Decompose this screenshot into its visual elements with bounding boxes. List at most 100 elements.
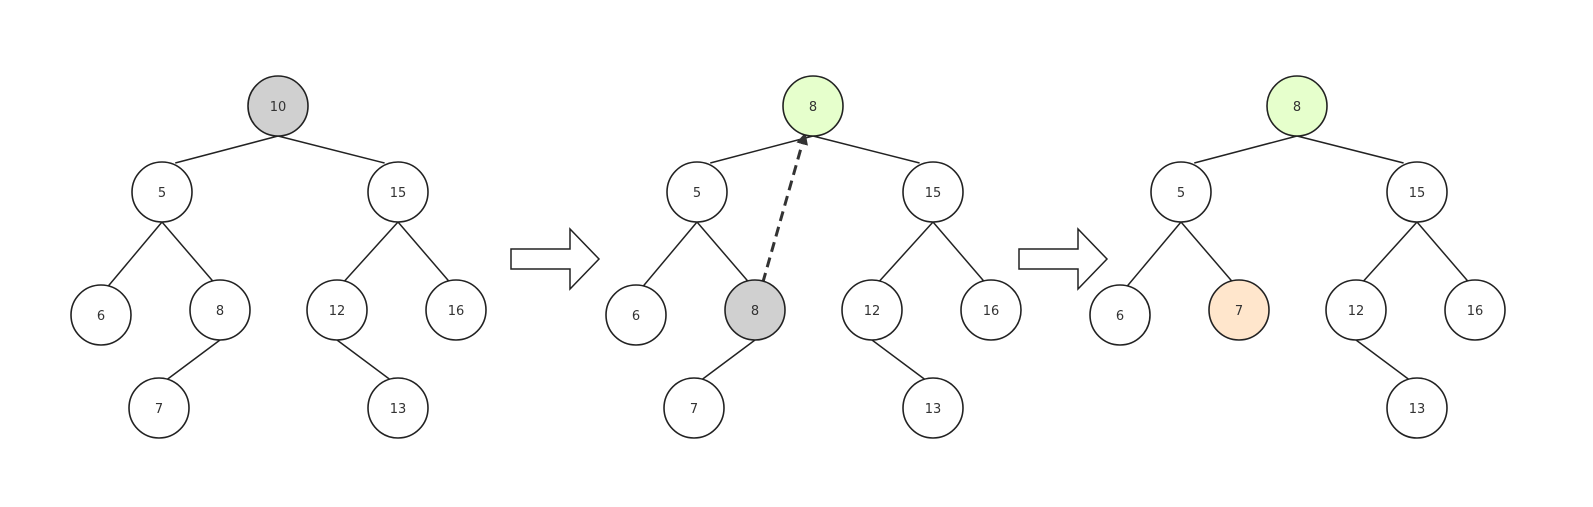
tree-edge-before-a8-a7 bbox=[167, 339, 221, 380]
tree-node-before-a13: 13 bbox=[367, 377, 429, 439]
tree-node-after-c12: 12 bbox=[1325, 279, 1387, 341]
node-label: 13 bbox=[390, 402, 407, 417]
node-circle bbox=[70, 284, 132, 346]
node-circle bbox=[131, 161, 193, 223]
node-circle bbox=[247, 75, 309, 137]
node-label: 6 bbox=[632, 309, 640, 324]
node-label: 12 bbox=[329, 304, 346, 319]
tree-edge-before-a15-a16 bbox=[397, 221, 450, 282]
tree-node-during-b6: 6 bbox=[605, 284, 667, 346]
tree-edge-after-c5-c7 bbox=[1180, 221, 1233, 282]
node-label: 16 bbox=[448, 304, 465, 319]
node-circle bbox=[1444, 279, 1506, 341]
move-arrow-b8-to-b8r bbox=[761, 132, 808, 283]
tree-node-before-a6: 6 bbox=[70, 284, 132, 346]
tree-edge-before-a5-a6 bbox=[107, 221, 163, 287]
node-circle bbox=[782, 75, 844, 137]
node-circle bbox=[724, 279, 786, 341]
tree-edge-before-a10-a5 bbox=[175, 135, 279, 164]
tree-node-during-b8r: 8 bbox=[782, 75, 844, 137]
node-label: 10 bbox=[270, 100, 287, 115]
node-circle bbox=[425, 279, 487, 341]
tree-edge-before-a10-a15 bbox=[277, 135, 385, 164]
node-label: 12 bbox=[864, 304, 881, 319]
tree-node-before-a8: 8 bbox=[189, 279, 251, 341]
node-circle bbox=[189, 279, 251, 341]
tree-node-during-b5: 5 bbox=[666, 161, 728, 223]
tree-edge-after-c15-c16 bbox=[1416, 221, 1469, 282]
node-circle bbox=[1089, 284, 1151, 346]
tree-edge-during-b8r-b15 bbox=[812, 135, 920, 164]
tree-node-during-b15: 15 bbox=[902, 161, 964, 223]
node-label: 16 bbox=[983, 304, 1000, 319]
tree-node-before-a5: 5 bbox=[131, 161, 193, 223]
node-circle bbox=[841, 279, 903, 341]
tree-node-after-c7: 7 bbox=[1208, 279, 1270, 341]
node-circle bbox=[1208, 279, 1270, 341]
node-label: 15 bbox=[925, 186, 942, 201]
moves-layer bbox=[761, 132, 808, 283]
node-circle bbox=[1325, 279, 1387, 341]
node-label: 6 bbox=[97, 309, 105, 324]
tree-node-before-a12: 12 bbox=[306, 279, 368, 341]
tree-edge-during-b5-b8 bbox=[696, 221, 749, 282]
node-circle bbox=[960, 279, 1022, 341]
node-label: 7 bbox=[690, 402, 698, 417]
tree-edge-during-b8r-b5 bbox=[710, 135, 814, 164]
stage-arrow-2 bbox=[1018, 227, 1109, 291]
node-label: 5 bbox=[693, 186, 701, 201]
node-circle bbox=[1266, 75, 1328, 137]
tree-node-during-b16: 16 bbox=[960, 279, 1022, 341]
tree-node-during-b12: 12 bbox=[841, 279, 903, 341]
node-circle bbox=[902, 161, 964, 223]
tree-edge-after-c8-c5 bbox=[1194, 135, 1298, 164]
tree-node-during-b8: 8 bbox=[724, 279, 786, 341]
node-label: 5 bbox=[158, 186, 166, 201]
tree-node-during-b13: 13 bbox=[902, 377, 964, 439]
tree-edge-before-a15-a12 bbox=[344, 221, 399, 282]
tree-node-after-c5: 5 bbox=[1150, 161, 1212, 223]
tree-node-before-a10: 10 bbox=[247, 75, 309, 137]
node-circle bbox=[605, 284, 667, 346]
node-circle bbox=[902, 377, 964, 439]
tree-node-after-c15: 15 bbox=[1386, 161, 1448, 223]
node-label: 7 bbox=[155, 402, 163, 417]
tree-edge-before-a12-a13 bbox=[336, 339, 390, 380]
node-circle bbox=[1150, 161, 1212, 223]
tree-edge-after-c5-c6 bbox=[1126, 221, 1182, 287]
tree-node-after-c8: 8 bbox=[1266, 75, 1328, 137]
tree-edge-during-b12-b13 bbox=[871, 339, 925, 380]
node-circle bbox=[666, 161, 728, 223]
node-circle bbox=[306, 279, 368, 341]
edges-layer bbox=[107, 135, 1469, 380]
node-label: 15 bbox=[390, 186, 407, 201]
node-label: 15 bbox=[1409, 186, 1426, 201]
tree-node-after-c6: 6 bbox=[1089, 284, 1151, 346]
node-circle bbox=[128, 377, 190, 439]
tree-node-before-a16: 16 bbox=[425, 279, 487, 341]
stage-arrow-1 bbox=[510, 227, 601, 291]
node-circle bbox=[1386, 161, 1448, 223]
node-label: 8 bbox=[809, 100, 817, 115]
tree-node-after-c16: 16 bbox=[1444, 279, 1506, 341]
tree-edge-during-b15-b12 bbox=[879, 221, 934, 282]
node-label: 12 bbox=[1348, 304, 1365, 319]
tree-node-during-b7: 7 bbox=[663, 377, 725, 439]
node-label: 7 bbox=[1235, 304, 1243, 319]
node-label: 5 bbox=[1177, 186, 1185, 201]
tree-edge-after-c8-c15 bbox=[1296, 135, 1404, 164]
node-label: 16 bbox=[1467, 304, 1484, 319]
node-circle bbox=[367, 161, 429, 223]
tree-edge-before-a5-a8 bbox=[161, 221, 214, 282]
tree-edge-during-b15-b16 bbox=[932, 221, 985, 282]
tree-node-after-c13: 13 bbox=[1386, 377, 1448, 439]
node-label: 6 bbox=[1116, 309, 1124, 324]
tree-edge-during-b8-b7 bbox=[702, 339, 756, 380]
nodes-layer: 10 5 15 6 8 12 16 7 13 8 5 15 6 8 12 16 7 13 8 5 15 6 7 12 16 13 bbox=[70, 75, 1506, 439]
node-circle bbox=[1386, 377, 1448, 439]
node-circle bbox=[663, 377, 725, 439]
tree-edge-after-c15-c12 bbox=[1363, 221, 1418, 282]
node-label: 8 bbox=[216, 304, 224, 319]
node-label: 13 bbox=[925, 402, 942, 417]
